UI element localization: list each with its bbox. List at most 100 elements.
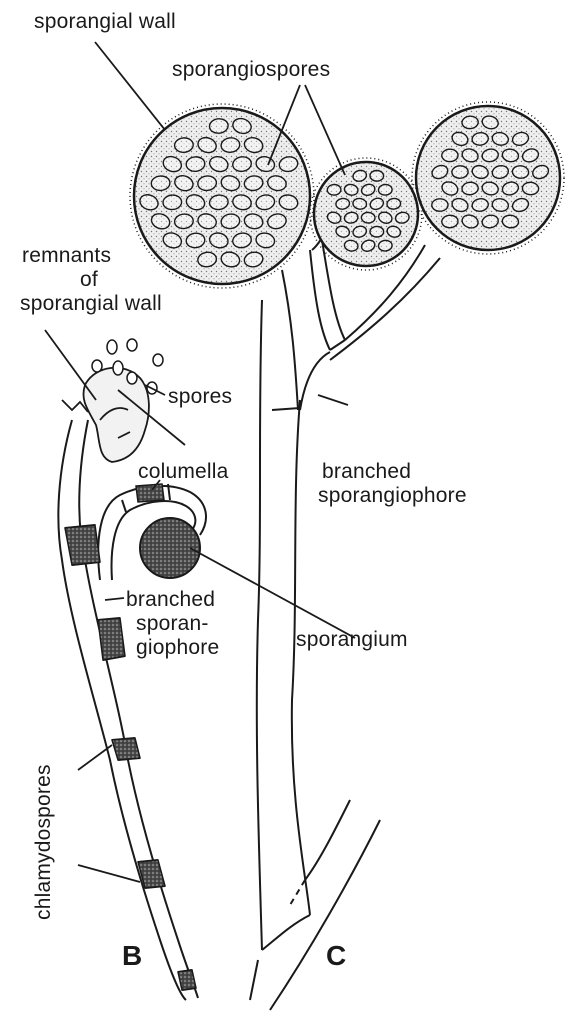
sporangiospore: [461, 214, 479, 229]
sporangiospore: [501, 214, 520, 229]
sporangiophore-b: [57, 419, 207, 1001]
sporangiospore: [521, 148, 540, 163]
label-remnants-line1: remnants: [22, 244, 112, 267]
panel-letter-b: B: [122, 940, 143, 971]
sporangiospore: [173, 137, 194, 154]
sporangiospore: [491, 164, 510, 180]
label-branched-sporangiophore-b: branched sporan- giophore: [126, 588, 219, 660]
label-branched-b-line2: sporan-: [136, 612, 209, 635]
sporangiospore: [532, 164, 550, 180]
sporangiospore: [377, 211, 393, 224]
sporangiospore: [511, 197, 530, 213]
sporangiospore: [451, 197, 469, 213]
sporangiospore: [197, 136, 217, 154]
sporangiospore: [461, 115, 479, 130]
sporangiospore: [481, 214, 499, 229]
label-sporangiospores: sporangiospores: [172, 58, 331, 81]
label-remnants-line2: of: [80, 268, 98, 291]
sporangiospore: [511, 131, 530, 146]
sporangiospore: [369, 169, 385, 182]
sporangiospore: [377, 239, 393, 252]
sporangiospore: [471, 164, 489, 180]
sporangiospore: [208, 194, 229, 211]
sporangiospore: [471, 131, 489, 146]
sporangiospore: [386, 225, 402, 238]
sporangiospore: [255, 232, 276, 249]
sporangiospore: [386, 197, 402, 210]
label-columella: columella: [138, 460, 229, 483]
label-spores: spores: [168, 385, 233, 408]
sporangiospore-ovals: [139, 115, 550, 268]
sporangiospore: [461, 181, 479, 196]
sporangiospore: [278, 194, 299, 211]
sporangiospore: [243, 175, 264, 192]
sporangiospore: [335, 197, 351, 210]
sporangiospore: [441, 148, 459, 163]
sporangiospore: [266, 175, 287, 192]
sporangiospore: [208, 118, 229, 134]
sporangiospore: [185, 232, 206, 249]
sporangiospore: [343, 183, 359, 196]
chlamydospore-blocks: [64, 483, 197, 991]
sporangiospore: [162, 155, 183, 173]
sporangiospore: [352, 197, 368, 210]
sporangiospore: [220, 251, 241, 268]
sporangiospore: [150, 213, 171, 230]
sporangiospore: [232, 194, 252, 211]
sporangiospore: [481, 148, 499, 163]
sporangiospore: [335, 225, 351, 238]
sporangiospore: [232, 232, 252, 249]
sporangiospore: [220, 175, 241, 192]
label-branched-b-line3: giophore: [136, 636, 220, 659]
sporangiospore: [162, 232, 183, 249]
sporangiophore-c: [249, 237, 441, 1011]
sporangiospore: [501, 181, 520, 196]
sporangiospore: [369, 197, 385, 211]
sporangiospore: [173, 213, 194, 230]
sporangiospore: [162, 194, 183, 211]
sporangiospore: [208, 232, 229, 249]
sporangiospore: [491, 131, 510, 146]
sporangiospore: [326, 211, 342, 224]
label-remnants-line3: sporangial wall: [20, 292, 162, 315]
leader-lines: [44, 41, 356, 883]
sporangiospore: [343, 211, 359, 224]
panel-letter-c: C: [326, 940, 347, 971]
sporangiospore: [266, 213, 287, 230]
sporangiospore: [185, 194, 206, 211]
sporangiospore: [461, 148, 479, 163]
sporangiospore: [197, 213, 217, 230]
sporangiospore: [511, 165, 530, 179]
sporangiospore: [369, 225, 385, 238]
sporangiospore: [451, 165, 469, 179]
sporangiospore: [197, 175, 218, 192]
sporangiospore: [394, 211, 410, 224]
sporangiospore: [232, 156, 252, 173]
sporangiospore: [441, 181, 459, 196]
sporangiospore: [471, 198, 489, 212]
sporangiospore: [232, 117, 252, 135]
label-sporangium: sporangium: [296, 628, 408, 651]
sporangiospore: [352, 169, 368, 182]
sporangiospore: [243, 251, 264, 268]
sporangiospore: [451, 131, 469, 147]
sporangiospore: [208, 155, 229, 173]
sporangiospore: [481, 181, 499, 196]
label-branched-sporangiophore-c: branched sporangiophore: [318, 460, 467, 508]
sporangiospore: [220, 137, 241, 154]
sporangium-right: [411, 101, 565, 255]
sporangiospore: [326, 183, 342, 196]
sporangiospore: [501, 148, 520, 163]
sporangiospore: [139, 194, 159, 211]
sporangiospore: [377, 183, 393, 196]
label-branched-c-line2: sporangiophore: [318, 484, 467, 507]
sporangiospore: [352, 225, 368, 238]
label-chlamydospores: chlamydospores: [32, 764, 55, 920]
sporangium-small-dark: [139, 517, 201, 579]
label-branched-c-line1: branched: [322, 460, 412, 483]
sporangiospore: [197, 251, 218, 268]
sporangiospore: [220, 213, 241, 230]
sporangiospore: [255, 194, 276, 211]
label-branched-b-line1: branched: [126, 588, 216, 611]
